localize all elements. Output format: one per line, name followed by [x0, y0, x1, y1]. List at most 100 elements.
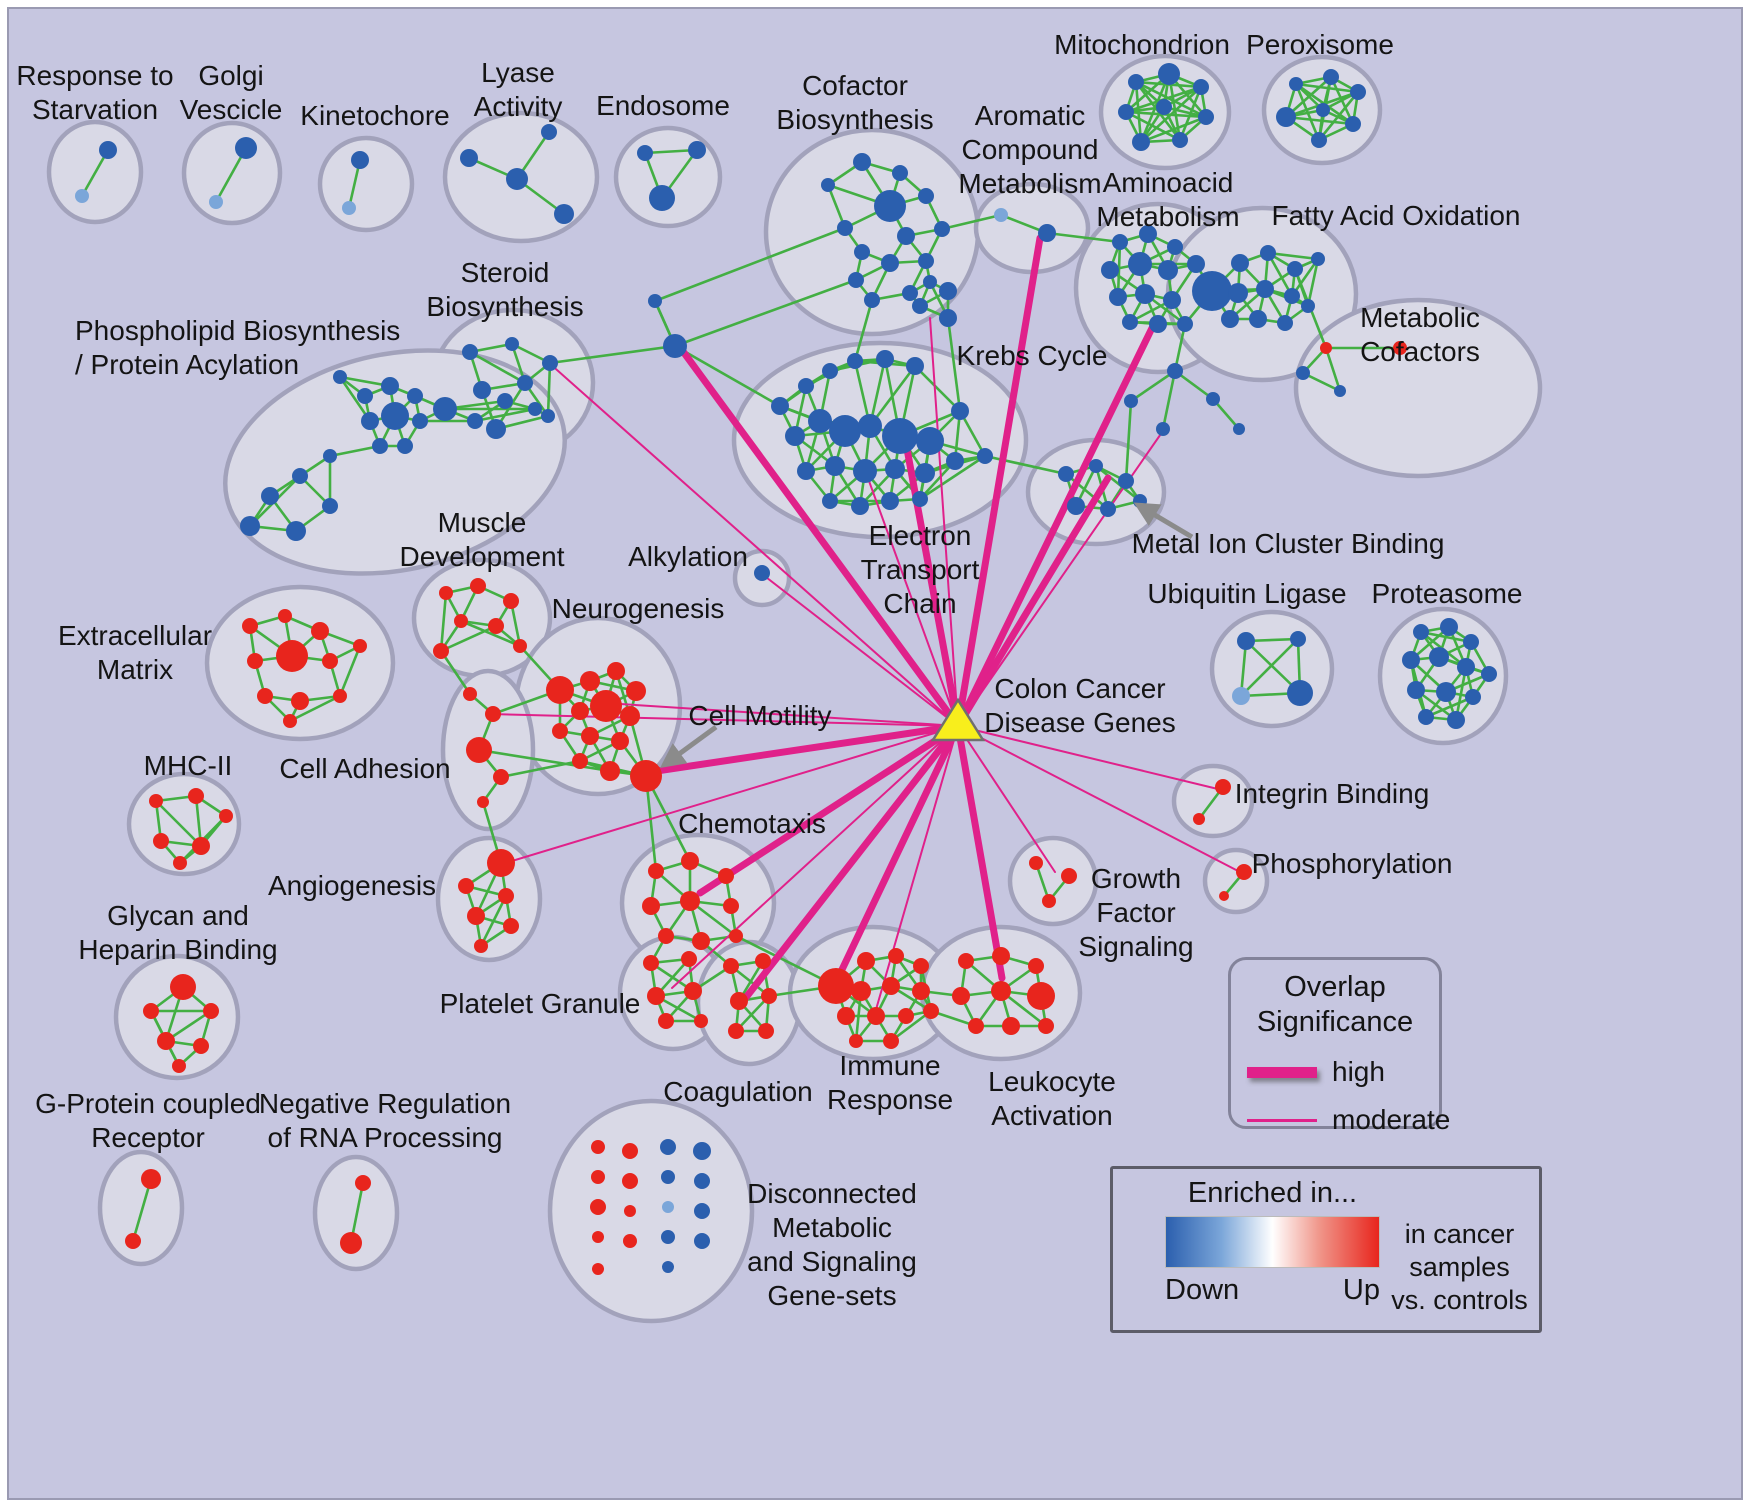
- neurogenesis-node: [626, 681, 646, 701]
- gene-set-link: [1046, 231, 1121, 244]
- disconnected-gene-sets-label: Disconnected: [747, 1178, 917, 1209]
- fatty-acid-oxidation-edge: [1267, 251, 1319, 261]
- chemotaxis-node: [680, 891, 700, 911]
- electron-transport-chain-node: [912, 491, 928, 507]
- extracellular-matrix-edge: [289, 694, 341, 723]
- electron-transport-chain-edge: [868, 365, 917, 427]
- neurogenesis-node: [572, 753, 588, 769]
- fatty-acid-oxidation-node: [1311, 252, 1325, 266]
- disconnected-gene-sets-label: Gene-sets: [767, 1280, 896, 1311]
- chemotaxis-node: [642, 897, 660, 915]
- connector-nodes-node: [1124, 394, 1138, 408]
- phospholipid-biosynthesis-protein-acylation-node: [261, 487, 279, 505]
- cell-adhesion-node: [485, 706, 501, 722]
- gene-set-link: [478, 748, 611, 773]
- annotation-arrow: [1133, 502, 1194, 540]
- metal-ion-cluster-binding-node: [1058, 466, 1074, 482]
- endosome-node: [649, 185, 675, 211]
- metabolic-cofactors-node: [1393, 341, 1407, 355]
- cell-adhesion-node: [477, 796, 489, 808]
- extracellular-matrix-node: [291, 692, 309, 710]
- response-to-starvation-node: [99, 141, 117, 159]
- lyase-activity-label: Lyase: [481, 57, 555, 88]
- aminoacid-metabolism-node: [1109, 288, 1127, 306]
- cofactor-biosynthesis-node: [912, 298, 928, 314]
- lyase-activity-node: [541, 124, 557, 140]
- lyase-activity-node: [506, 168, 528, 190]
- glycan-heparin-binding-node: [157, 1032, 175, 1050]
- peroxisome-edge: [1285, 76, 1332, 118]
- electron-transport-chain-node: [822, 493, 838, 509]
- neurogenesis-node: [552, 723, 568, 739]
- neurogenesis-node: [607, 662, 625, 680]
- muscle-development-node: [439, 586, 453, 600]
- cofactor-biosynthesis-node: [923, 275, 937, 289]
- angiogenesis-label: Angiogenesis: [268, 870, 436, 901]
- cofactor-biosynthesis-node: [918, 188, 934, 204]
- muscle-development-label: Development: [400, 541, 565, 572]
- metal-ion-cluster-binding-node: [1118, 473, 1134, 489]
- cofactor-biosynthesis-node: [837, 220, 853, 236]
- mhc-ii-node: [192, 837, 210, 855]
- proteasome-node: [1447, 711, 1465, 729]
- disconnected-gene-sets-node: [660, 1139, 676, 1155]
- proteasome-node: [1436, 682, 1456, 702]
- peroxisome-node: [1311, 132, 1327, 148]
- overlap-legend-moderate-row: moderate: [1247, 1104, 1450, 1136]
- electron-transport-chain-node: [808, 409, 832, 433]
- lyase-activity-node: [554, 204, 574, 224]
- fatty-acid-oxidation-node: [1231, 254, 1249, 272]
- negative-regulation-of-rna-processing-label: of RNA Processing: [268, 1122, 503, 1153]
- electron-transport-chain-node: [847, 353, 863, 369]
- overlap-edge-moderate: [489, 713, 959, 727]
- metabolic-cofactors-label: Cofactors: [1360, 336, 1480, 367]
- glycan-heparin-binding-node: [143, 1003, 159, 1019]
- leukocyte-activation-node: [952, 987, 970, 1005]
- gene-set-link: [674, 344, 781, 408]
- proteasome-edge: [1425, 695, 1474, 719]
- overlap-edge-moderate: [874, 725, 959, 1014]
- electron-transport-chain-node: [798, 378, 814, 394]
- coagulation-node: [730, 992, 748, 1010]
- golgi-vescicle-label: Golgi: [198, 60, 263, 91]
- angiogenesis-node: [498, 888, 514, 904]
- mhc-ii-node: [149, 794, 163, 808]
- negative-regulation-of-rna-processing-node: [355, 1175, 371, 1191]
- neurogenesis-node: [571, 702, 589, 720]
- mhc-ii-node: [173, 856, 187, 870]
- leukocyte-activation-node: [1038, 1018, 1054, 1034]
- enrichment-legend-body: Down Up in cancer samples vs. controls: [1113, 1216, 1539, 1317]
- extracellular-matrix-node: [276, 640, 308, 672]
- overlap-edge-high: [954, 234, 1044, 730]
- mitochondrion-node: [1118, 104, 1134, 120]
- ubiquitin-ligase-node: [1287, 680, 1313, 706]
- kinetochore-region: [317, 135, 415, 233]
- fatty-acid-oxidation-label: Fatty Acid Oxidation: [1271, 200, 1520, 231]
- phospholipid-biosynthesis-protein-acylation-node: [372, 438, 388, 454]
- angiogenesis-edge: [479, 895, 508, 947]
- angiogenesis-node: [467, 907, 485, 925]
- mitochondrion-node: [1198, 109, 1214, 125]
- aminoacid-metabolism-node: [1128, 252, 1152, 276]
- metal-ion-cluster-binding-node: [1089, 459, 1103, 473]
- proteasome-node: [1402, 651, 1420, 669]
- glycan-heparin-binding-node: [193, 1038, 209, 1054]
- overlap-edge-high: [954, 722, 1006, 982]
- fatty-acid-oxidation-node: [1192, 271, 1232, 311]
- cofactor-biosynthesis-node: [854, 244, 870, 260]
- electron-transport-chain-label: Electron: [869, 520, 972, 551]
- mhc-ii-node: [188, 788, 204, 804]
- leukocyte-activation-label: Leukocyte: [988, 1066, 1116, 1097]
- annotation-arrow: [659, 724, 718, 768]
- aminoacid-metabolism-label: Metabolism: [1096, 201, 1239, 232]
- peroxisome-node: [1289, 77, 1303, 91]
- extracellular-matrix-node: [257, 688, 273, 704]
- electron-transport-chain-node: [797, 462, 815, 480]
- phospholipid-biosynthesis-protein-acylation-node: [433, 397, 457, 421]
- mitochondrion-node: [1172, 132, 1188, 148]
- electron-transport-chain-edge: [919, 454, 986, 501]
- mitochondrion-node: [1132, 133, 1150, 151]
- alkylation-label: Alkylation: [628, 541, 748, 572]
- electron-transport-chain-node: [853, 459, 877, 483]
- enrichment-up-label: Up: [1342, 1274, 1380, 1306]
